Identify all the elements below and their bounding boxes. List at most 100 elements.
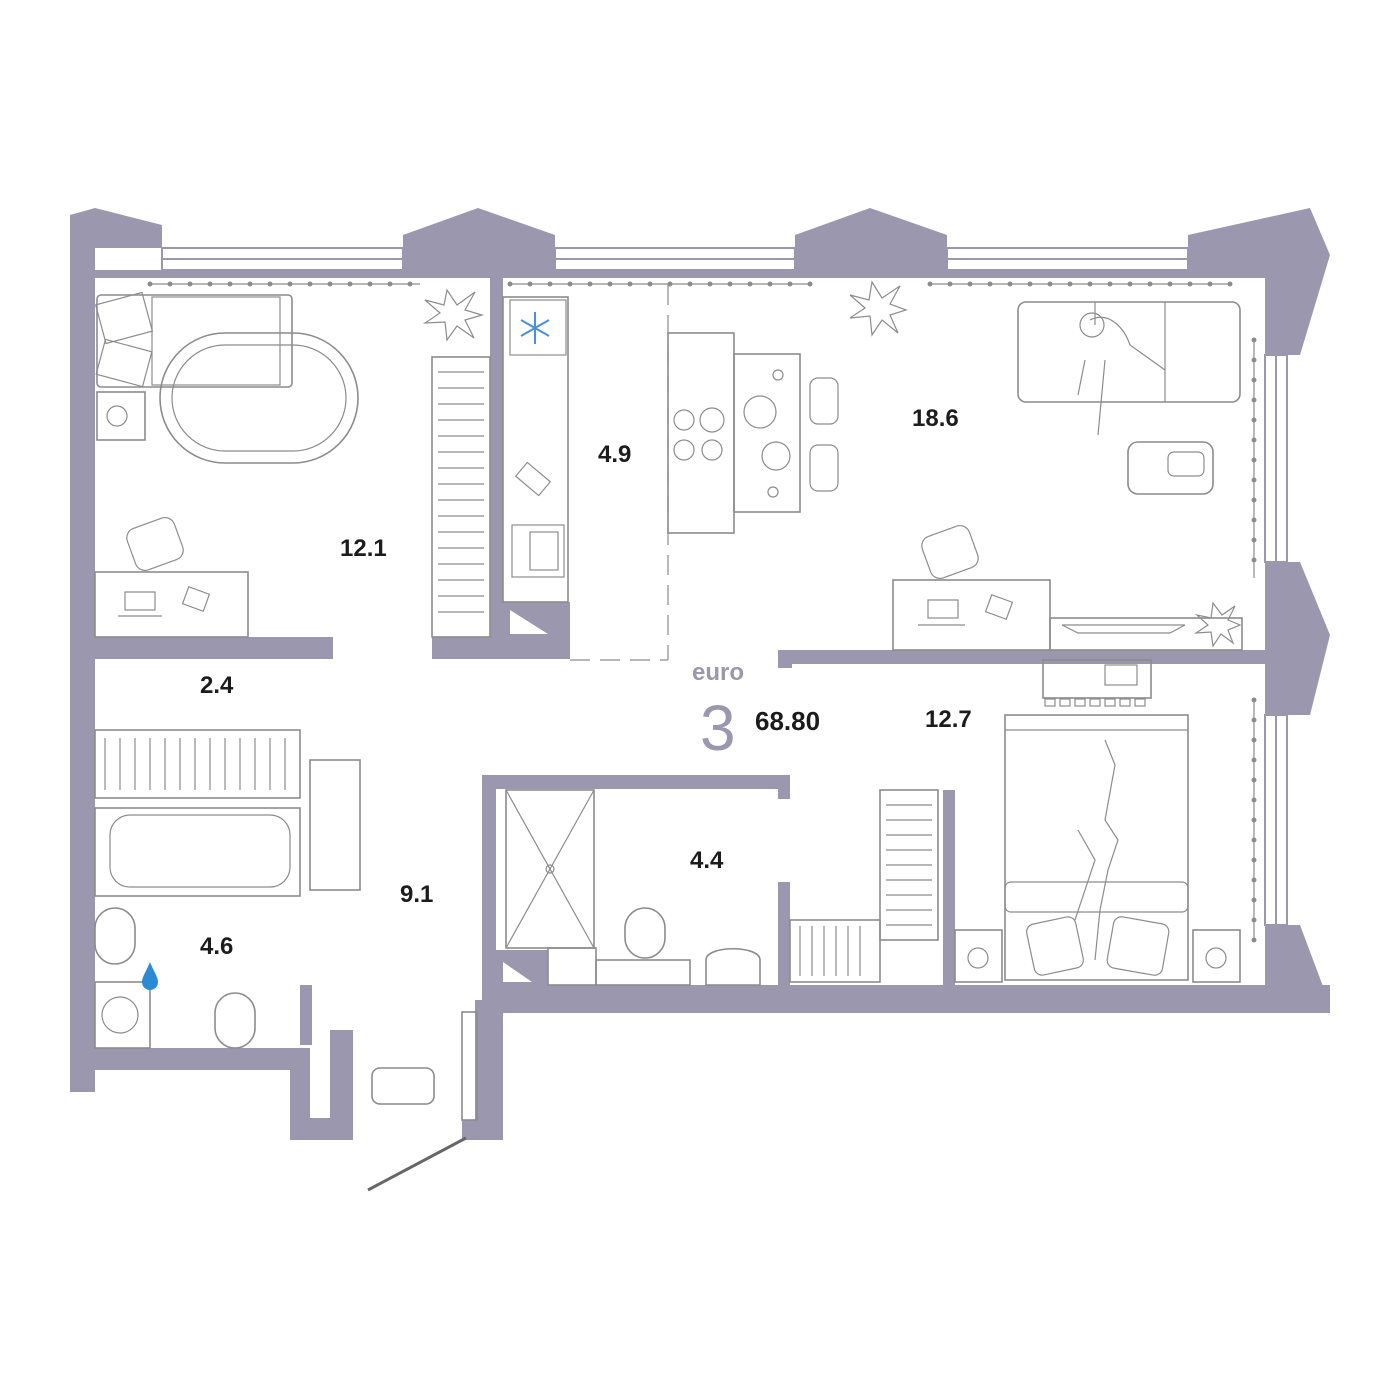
- curtain-ring: [1251, 397, 1257, 403]
- washer-drum: [101, 996, 139, 1034]
- curtain-ring: [587, 281, 593, 287]
- dining-chair: [809, 377, 839, 425]
- curtain-ring: [1251, 337, 1257, 343]
- living-bedroom-divider: [778, 650, 1265, 664]
- chair-right: [921, 524, 979, 580]
- cup-icon: [767, 486, 779, 498]
- plant-icon: [1193, 601, 1242, 648]
- tv-icon: [1061, 624, 1186, 634]
- desk-right: [892, 579, 1051, 651]
- dining-chair: [809, 444, 839, 492]
- curtain-ring: [1087, 281, 1093, 287]
- bathtub-inner: [109, 814, 291, 888]
- curtain-ring: [1127, 281, 1133, 287]
- furniture: [94, 280, 1243, 1192]
- curtain-ring: [307, 281, 313, 287]
- kitchen-bottom-wall: [432, 637, 570, 659]
- bath-center-top-stub: [778, 775, 790, 799]
- curtain-ring: [1251, 417, 1257, 423]
- drain-icon: [545, 864, 555, 874]
- curtain-ring: [1007, 281, 1013, 287]
- curtain-ring: [707, 281, 713, 287]
- pillow: [1026, 916, 1084, 976]
- water-drop-icon: [142, 962, 158, 990]
- curtain-ring: [1251, 897, 1257, 903]
- curtain-ring: [667, 281, 673, 287]
- curtain-ring: [607, 281, 613, 287]
- toilet-center: [624, 907, 666, 959]
- area-living-room: 18.6: [912, 405, 959, 432]
- area-bedroom-right: 12.7: [925, 706, 972, 733]
- curtain-ring: [1251, 797, 1257, 803]
- top-wall-seg: [95, 270, 165, 278]
- curtain-ring: [507, 281, 513, 287]
- hangers-hall: [104, 738, 286, 790]
- hall-cabinet: [309, 759, 361, 891]
- kitchen-counter: [502, 296, 569, 603]
- curtain-ring: [1227, 281, 1233, 287]
- sink-bowl: [529, 531, 559, 571]
- sink-kitchen: [511, 524, 565, 578]
- kitchen-left-wall: [490, 278, 503, 658]
- kitchen-island: [667, 332, 735, 534]
- monitor-icon: [124, 591, 156, 611]
- curtain-ring: [627, 281, 633, 287]
- papers-icon: [984, 594, 1014, 620]
- curtain-ring: [1251, 737, 1257, 743]
- toilet-left: [214, 992, 256, 1049]
- curtain-ring: [1251, 777, 1257, 783]
- windows: [161, 247, 1288, 926]
- lamp-icon: [106, 405, 128, 427]
- hangers-right: [886, 804, 932, 926]
- lamp-icon: [1205, 947, 1227, 969]
- curtain-ring: [1251, 457, 1257, 463]
- monitor-icon: [927, 599, 959, 619]
- curtain-ring: [987, 281, 993, 287]
- person-sitting-icon: [1077, 316, 1166, 436]
- right-pier-middle: [1265, 562, 1330, 715]
- area-wardrobe: 2.4: [200, 672, 234, 699]
- curtain-ring: [547, 281, 553, 287]
- bed-left: [94, 291, 293, 388]
- curtain-ring: [527, 281, 533, 287]
- plant-icon: [422, 288, 485, 342]
- curtain-ring: [407, 281, 413, 287]
- curtain-ring: [387, 281, 393, 287]
- fridge: [509, 299, 567, 356]
- plate-icon: [743, 395, 777, 429]
- plate-icon: [761, 441, 791, 471]
- curtain-ring: [747, 281, 753, 287]
- curtain-ring: [1251, 857, 1257, 863]
- kitchen-shaft: [503, 602, 570, 640]
- cooktop-icon: [673, 407, 725, 461]
- pillow: [1106, 916, 1170, 976]
- room-labels: 12.1 2.4 4.9 18.6 12.7 9.1 4.6 4.4: [200, 405, 972, 960]
- curtain-ring: [1251, 557, 1257, 563]
- curtain-ring: [207, 281, 213, 287]
- plan-badge: euro 3 68.80: [692, 659, 820, 764]
- desk-left: [94, 571, 249, 638]
- curtain-ring: [1251, 537, 1257, 543]
- rug-oval: [159, 332, 359, 464]
- bath-center-counter: [595, 959, 691, 986]
- nightstand-right-1: [954, 929, 1003, 983]
- curtain-ring: [187, 281, 193, 287]
- curtain-ring: [647, 281, 653, 287]
- area-bedroom-left: 12.1: [340, 535, 387, 562]
- curtain-ring: [247, 281, 253, 287]
- curtain-ring: [1251, 357, 1257, 363]
- curtain-ring: [347, 281, 353, 287]
- bidet: [94, 907, 136, 965]
- bath-shaft: [496, 950, 548, 985]
- wardrobe-left: [431, 356, 491, 638]
- top-wall-left: [95, 270, 497, 278]
- wardrobe-hall: [94, 729, 301, 799]
- bed-blanket-fold: [1004, 881, 1189, 913]
- tv-stand: [1049, 617, 1243, 651]
- rooms-count: 3: [700, 692, 736, 764]
- pillow: [95, 338, 153, 388]
- curtain-ring: [1207, 281, 1213, 287]
- entrance-rug: [371, 1067, 435, 1105]
- curtain-ring: [1167, 281, 1173, 287]
- bath-center-right-wall: [778, 882, 790, 985]
